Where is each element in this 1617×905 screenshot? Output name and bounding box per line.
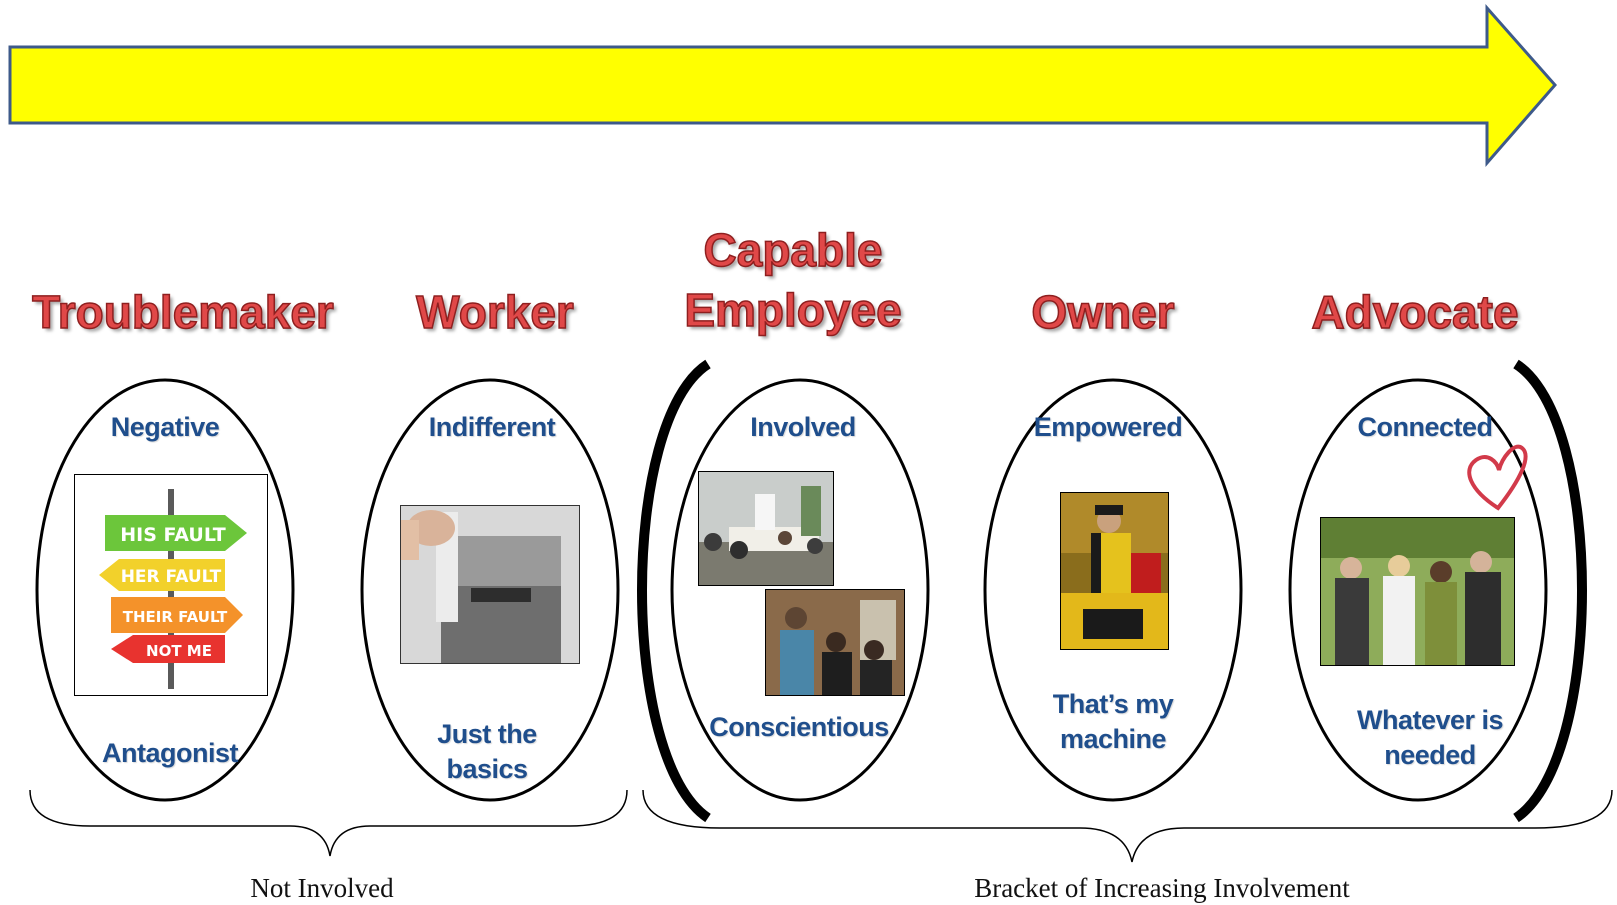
stage-title-troublemaker: Troublemaker	[31, 285, 334, 339]
brace-icon	[29, 789, 628, 857]
group-photo	[765, 589, 905, 696]
arrow-icon	[8, 4, 1557, 168]
race-driver-photo	[1060, 492, 1169, 650]
sign-his-fault: HIS FAULT	[120, 524, 226, 546]
caption-not-involved: Not Involved	[250, 873, 394, 903]
stage-title-worker: Worker	[415, 285, 574, 339]
stage-top-label-worker: Indifferent	[428, 412, 556, 442]
time-clock-photo	[400, 505, 580, 664]
stage-ellipse-worker	[360, 378, 620, 802]
stage-ellipse-owner	[983, 378, 1243, 802]
stage-bottom-label-troublemaker: Antagonist	[102, 738, 239, 768]
stage-bottom-label-advocate: Whatever is needed	[1356, 705, 1504, 770]
heart-icon	[1467, 444, 1528, 511]
stage-bottom-label-owner: That’s my machine	[1052, 689, 1174, 754]
meeting-photo	[698, 471, 834, 586]
sign-their-fault: THEIR FAULT	[123, 608, 228, 626]
stage-title-advocate: Advocate	[1311, 285, 1520, 339]
stage-title-owner: Owner	[1031, 285, 1176, 339]
sign-her-fault: HER FAULT	[121, 567, 222, 587]
stage-bottom-label-capable-employee: Conscientious	[709, 712, 889, 742]
stage-ellipse-advocate	[1288, 378, 1548, 802]
stage-top-label-owner: Empowered	[1033, 412, 1183, 442]
stage-top-label-advocate: Connected	[1357, 412, 1493, 442]
stage-bottom-label-worker: Just the basics	[437, 719, 537, 784]
stage-top-label-troublemaker: Negative	[110, 412, 220, 442]
stage-ellipse-capable-employee	[670, 378, 930, 802]
bracket-icon	[1513, 359, 1587, 823]
brace-icon	[642, 789, 1613, 863]
stage-title-capable-employee: Capable Employee	[684, 223, 903, 337]
sign-not-me: NOT ME	[146, 642, 212, 660]
signpost-image: HIS FAULT HER FAULT THEIR FAULT NOT ME	[74, 474, 268, 696]
stage-top-label-capable-employee: Involved	[750, 412, 856, 442]
golf-friends-photo	[1320, 517, 1515, 666]
caption-increasing-involvement: Bracket of Increasing Involvement	[974, 873, 1350, 903]
stage-ellipse-troublemaker	[35, 378, 295, 802]
bracket-icon	[637, 359, 711, 823]
